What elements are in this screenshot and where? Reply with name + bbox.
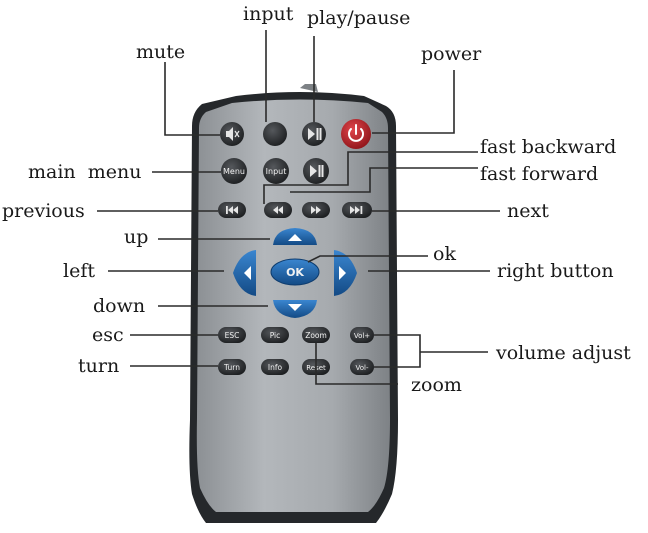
fast-forward-button[interactable]	[302, 202, 330, 218]
esc-button[interactable]: ESC	[218, 327, 246, 343]
callout-play-pause: play/pause	[307, 7, 410, 29]
leader-lines	[97, 30, 500, 385]
skip-next-icon	[350, 206, 363, 214]
callout-down: down	[93, 295, 145, 317]
ok-leader	[307, 255, 428, 263]
skip-previous-icon	[226, 206, 238, 214]
info-button-label: Info	[268, 363, 283, 372]
up-button[interactable]	[273, 228, 317, 245]
fast-backward-button[interactable]	[264, 202, 292, 218]
vol-down-button-label: Vol-	[356, 364, 369, 372]
callout-zoom: zoom	[411, 374, 462, 396]
volume-down-button[interactable]: Vol-	[350, 359, 374, 375]
callout-input: input	[243, 3, 294, 25]
callout-main-menu: main menu	[28, 161, 141, 183]
input-button[interactable]	[263, 122, 287, 146]
pic-button-label: Pic	[270, 331, 281, 340]
arrow-left-icon	[244, 266, 251, 280]
fast-forward-icon	[311, 206, 321, 214]
callout-ok: ok	[433, 243, 456, 265]
callout-mute: mute	[136, 41, 185, 63]
menu-button[interactable]: Menu	[221, 158, 247, 184]
power-icon	[348, 124, 364, 142]
power-leader	[372, 70, 455, 134]
down-button[interactable]	[273, 300, 317, 318]
play-pause-button[interactable]	[302, 122, 326, 146]
vol-up-button-label: Vol+	[354, 332, 370, 340]
callout-up: up	[124, 226, 148, 248]
callout-esc: esc	[92, 324, 124, 346]
mute-leader	[164, 62, 220, 136]
fast-backward-leader	[263, 151, 478, 204]
power-button[interactable]	[341, 119, 371, 149]
play-pause-icon	[308, 128, 322, 140]
callout-right-button: right button	[497, 260, 614, 282]
previous-button[interactable]	[218, 202, 246, 218]
input-select-button[interactable]: Input	[263, 158, 289, 184]
next-button[interactable]	[342, 202, 372, 218]
volume-up-leader	[374, 334, 421, 352]
speaker-mute-icon	[226, 127, 240, 141]
right-button[interactable]	[334, 250, 357, 296]
arrow-down-icon	[288, 304, 302, 311]
callout-left: left	[63, 260, 95, 282]
esc-button-label: ESC	[225, 331, 240, 340]
fast-forward-leader	[290, 167, 478, 193]
play-button[interactable]	[303, 158, 329, 184]
zoom-leader	[315, 343, 398, 385]
callout-power: power	[421, 43, 482, 65]
input-button-label: Input	[266, 167, 287, 176]
callout-previous: previous	[2, 200, 85, 222]
callout-turn: turn	[78, 355, 119, 377]
callout-labels: input play/pause mute power fast backwar…	[2, 3, 631, 396]
ok-button[interactable]: OK	[270, 258, 320, 286]
rewind-icon	[273, 206, 283, 214]
zoom-button-label: Zoom	[305, 331, 327, 340]
zoom-button[interactable]: Zoom	[302, 327, 330, 343]
play-pause-icon	[310, 165, 324, 177]
ok-button-label: OK	[286, 266, 304, 279]
callout-next: next	[507, 200, 549, 222]
volume-up-button[interactable]: Vol+	[350, 327, 374, 343]
turn-button-label: Turn	[223, 363, 240, 372]
menu-button-label: Menu	[223, 167, 245, 176]
left-button[interactable]	[233, 250, 256, 296]
info-button[interactable]: Info	[261, 359, 289, 375]
pic-button[interactable]: Pic	[261, 327, 289, 343]
arrow-up-icon	[288, 234, 302, 241]
callout-fast-forward: fast forward	[480, 163, 598, 185]
volume-down-leader	[374, 352, 421, 368]
dpad: OK	[233, 228, 357, 318]
callout-volume-adjust: volume adjust	[495, 342, 631, 364]
mute-button[interactable]	[220, 122, 244, 146]
turn-button[interactable]: Turn	[218, 359, 246, 375]
callout-fast-backward: fast backward	[480, 136, 616, 158]
arrow-right-icon	[339, 266, 346, 280]
